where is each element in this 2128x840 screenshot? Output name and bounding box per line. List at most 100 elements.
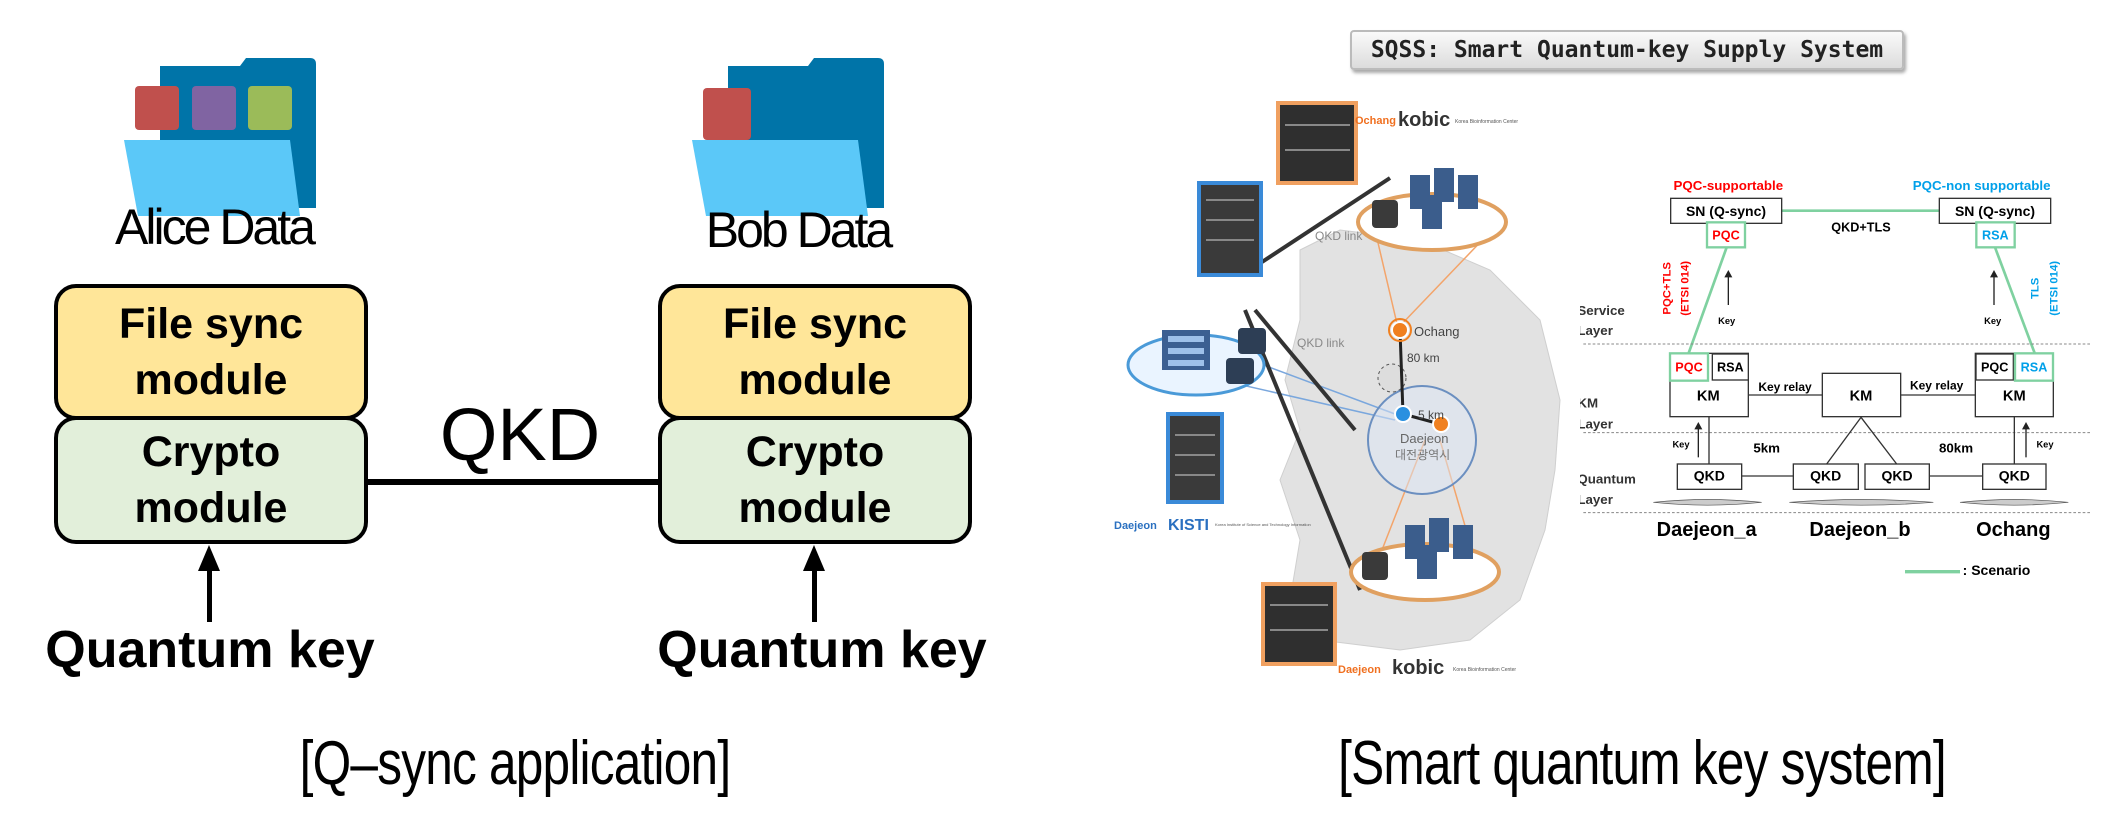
km-layer-label: KM [1580,395,1598,410]
key-label: Key [1718,316,1736,326]
key-relay-label: Key relay [1910,378,1964,392]
ochang-kobic-logo: kobic [1398,109,1450,131]
intermediate-node-icon [1377,363,1407,393]
sn-left-label: SN (Q-sync) [1686,203,1766,219]
qkd-box [1864,463,1930,490]
arrow-up-icon [1724,270,1733,278]
qkd-box [1982,463,2047,490]
key-label: Key [1672,439,1690,449]
kisti-site-label: Daejeon [1114,520,1157,532]
sn-rsa-box [1975,221,2016,249]
bob-folder-icon [692,58,884,216]
bob-key-arrow-shaft [812,566,817,622]
km-label: KM [1850,389,1873,405]
alice-key-arrow-icon [198,545,220,571]
qkd-box [1792,463,1859,490]
rack-photo-icon [1261,582,1337,666]
qkd-label: QKD [1881,468,1912,484]
key-label: Key [1984,316,2002,326]
daejeon-a-point-icon [1394,405,1412,423]
kisti-logo: KISTI [1168,517,1209,534]
qkd-device-icon [1238,328,1266,354]
km-right-pqc-label: PQC [1981,361,2008,375]
km-right-pqc-box [1975,353,2014,381]
qkd-device-icon [1226,358,1254,384]
sn-pqc-label: PQC [1712,228,1739,242]
bob-data-label: Bob Data [705,202,893,258]
server-cluster-icon [1410,168,1478,229]
module-label: Crypto module [134,428,288,532]
left-protocol-label: PQC+TLS [1662,262,1674,315]
pqc-supportable-label: PQC-supportable [1674,178,1784,193]
daejeon-kobic-sub: Korea Bioinformation Center [1453,667,1516,673]
left-protocol-spec: (ETSI 014) [1679,261,1691,316]
qkd-label: QKD [1810,468,1841,484]
scenario-line [1993,246,2037,355]
module-label: File sync module [722,300,908,404]
qkd-box [1676,463,1743,490]
alice-quantum-key-label: Quantum key [45,621,375,679]
qkd-device-icon [1362,552,1388,580]
daejeon-b-point-icon [1432,415,1450,433]
key-label: Key [2036,439,2054,449]
km-middle-box [1821,372,1902,418]
daejeon-kobic-logo: kobic [1392,657,1444,679]
smart-quantum-key-caption: [Smart quantum key system] [1338,729,1946,798]
dist-5-label: 5 km [1418,408,1444,422]
bob-quantum-key-label: Quantum key [657,621,987,679]
site-label-daejeon-a: Daejeon_a [1657,519,1758,541]
qkd-label: QKD [1694,468,1725,484]
qkd-link-label-2: QKD link [1297,336,1345,350]
site-base-shape [1959,499,2069,506]
km-layer-label: Layer [1580,416,1613,431]
qkd-link-line-ochang [1260,176,1392,264]
rack-photo-icon [1197,181,1263,277]
arrow-up-icon [1694,422,1703,430]
ochang-kobic-sub: Korea Bioinformation Center [1455,119,1518,125]
q-sync-caption: [Q–sync application] [299,729,731,798]
km-left-pqc-box [1668,352,1710,382]
daejeon-point-label: Daejeon [1400,431,1448,446]
server-cluster-icon [1405,518,1473,579]
kisti-sub: Korea Institute of Science and Technolog… [1215,522,1311,527]
module-label: Crypto module [738,428,892,532]
ochang-site-label: Ochang [1355,115,1396,127]
qkd-label: QKD [1999,468,2030,484]
right-protocol-spec: (ETSI 014) [2048,261,2060,316]
arrow-up-icon [2022,422,2030,430]
alice-folder-icon [124,58,316,216]
sn-left-box [1670,197,1783,224]
site-label-ochang: Ochang [1976,519,2050,541]
service-layer-label: Layer [1580,323,1613,338]
dist-80-label: 80 km [1407,351,1440,365]
site-label-daejeon-b: Daejeon_b [1809,519,1910,541]
sn-right-box [1938,197,2052,224]
qkd-link-label: QKD [439,393,601,476]
ochang-point-icon [1391,321,1409,339]
module-label: File sync module [118,300,304,404]
bob-crypto-module: Crypto module [658,416,972,544]
legend-scenario-label: : Scenario [1963,562,2031,578]
dist-80km-label: 80km [1939,441,1973,456]
km-label: KM [1697,389,1720,405]
daejeon-korean-label: 대전광역시 [1395,448,1450,462]
daejeon-kobic-site-label: Daejeon [1338,664,1381,676]
sn-pqc-box [1705,221,1747,249]
km-label: KM [2003,389,2026,405]
layer-architecture-diagram: PQC-supportable PQC-non supportable SN (… [1580,178,2092,578]
pqc-non-supportable-label: PQC-non supportable [1913,178,2051,193]
bob-key-arrow-icon [803,545,825,571]
qkd-device-icon [1372,200,1398,228]
km-right-rsa-box [2013,352,2055,382]
qkd-link-line-daejeon [1253,308,1357,432]
key-relay-label: Key relay [1758,380,1812,394]
rack-photo-icon [1276,101,1358,185]
qkd-link-line [366,479,660,485]
site-base-shape [1789,499,1934,506]
ochang-point-label: Ochang [1414,324,1460,339]
sqss-title: SQSS: Smart Quantum-key Supply System [1350,30,1904,70]
quantum-layer-label: Layer [1580,492,1613,507]
rack-photo-icon [1166,412,1224,504]
sn-rsa-label: RSA [1982,228,2009,242]
